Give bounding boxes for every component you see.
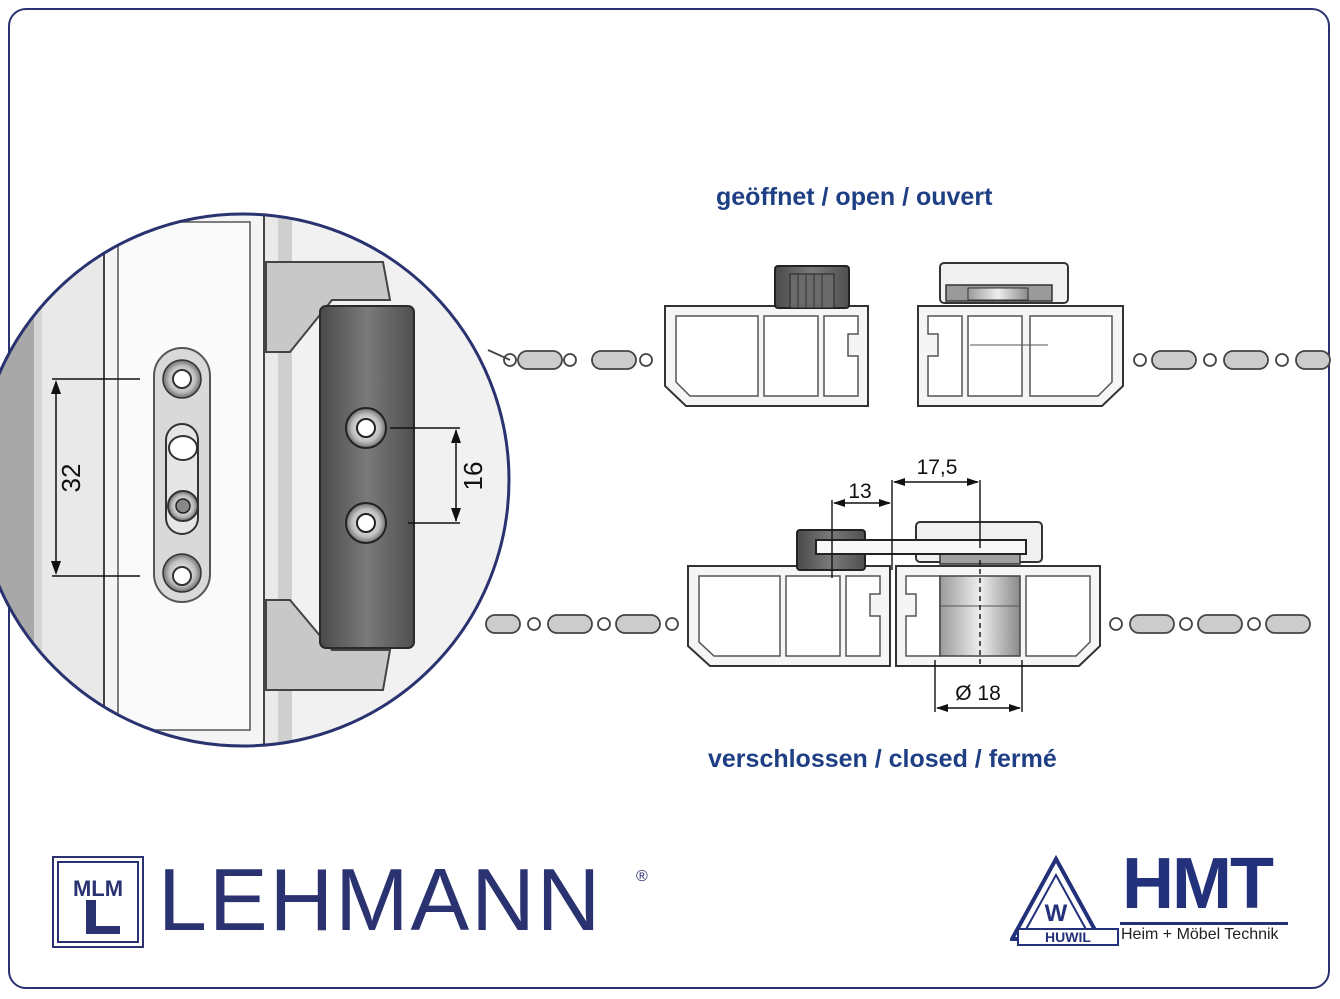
huwil-logo: W HUWIL — [1010, 855, 1119, 946]
huwil-letter: W — [1045, 900, 1068, 927]
dim-17-5-label: 17,5 — [917, 456, 958, 479]
huwil-text: HUWIL — [1045, 929, 1091, 945]
detail-magnifier: 32 16 — [0, 212, 511, 748]
dim-diameter-label: Ø 18 — [955, 682, 1001, 705]
closed-state-drawing: 13 17,5 Ø 18 — [485, 456, 1311, 712]
dim-32-label: 32 — [56, 464, 86, 493]
open-state-label: geöffnet / open / ouvert — [716, 183, 993, 211]
dim-16-label: 16 — [458, 462, 488, 491]
magnifier-outline — [0, 212, 511, 748]
hmt-wordmark: HMT — [1122, 844, 1274, 924]
hmt-divider — [1120, 922, 1288, 925]
closed-state-label: verschlossen / closed / fermé — [708, 745, 1057, 773]
monogram-text: MLM — [73, 876, 123, 901]
lehmann-monogram-logo: MLM — [52, 856, 144, 948]
open-state-drawing — [487, 262, 1331, 407]
lehmann-wordmark: LEHMANN — [158, 850, 603, 949]
registered-mark: ® — [636, 868, 648, 885]
dim-13-label: 13 — [848, 480, 871, 503]
hmt-subtitle: Heim + Möbel Technik — [1121, 926, 1279, 943]
